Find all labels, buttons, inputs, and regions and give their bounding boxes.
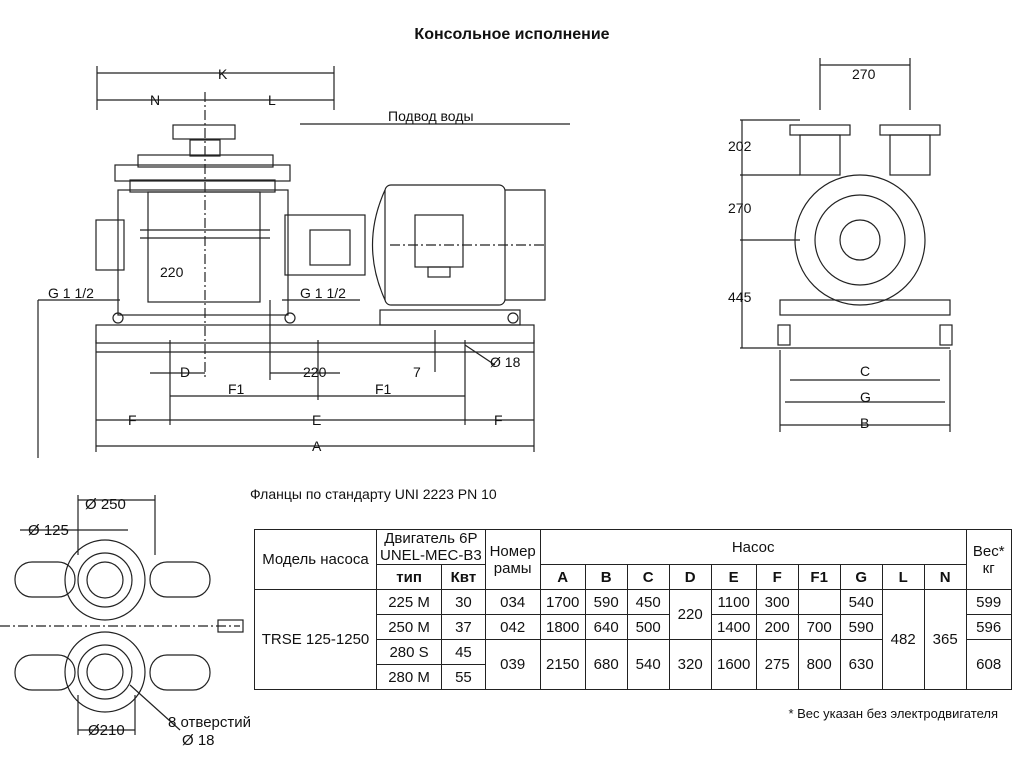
- dim-c: C: [860, 363, 870, 379]
- cell-weight: 596: [965, 614, 1012, 640]
- col-header: B: [584, 564, 628, 590]
- header-weight-line1: Вес*: [972, 542, 1005, 560]
- header-motor-line2: UNEL-MEC-B3: [380, 547, 482, 564]
- header-pump: Насос: [539, 529, 967, 565]
- cell-frame: 034: [484, 589, 541, 615]
- cell-weight: 608: [965, 639, 1012, 690]
- col-header: G: [839, 564, 883, 590]
- dim-b: B: [860, 415, 869, 431]
- dim-a: A: [312, 438, 322, 454]
- dim-270-top: 270: [852, 66, 876, 82]
- header-motor: Двигатель 6P UNEL-MEC-B3: [376, 529, 486, 565]
- dim-d250: Ø 250: [85, 496, 126, 513]
- header-model: Модель насоса: [254, 529, 377, 590]
- header-frame-line1: Номер: [489, 542, 536, 560]
- col-header: F: [755, 564, 799, 590]
- cell-a: 1800: [539, 614, 586, 640]
- header-weight-line2: кг: [982, 559, 995, 577]
- cell-b: 590: [584, 589, 628, 615]
- cell-a: 1700: [539, 589, 586, 615]
- cell-a: 2150: [539, 639, 586, 690]
- cell-g: 590: [839, 614, 883, 640]
- cell-type: 250 M: [375, 614, 443, 640]
- dim-f1-left: F1: [228, 381, 245, 397]
- header-type: тип: [375, 564, 443, 590]
- cell-b: 640: [584, 614, 628, 640]
- dim-d125: Ø 125: [28, 522, 69, 539]
- dim-n: N: [150, 92, 160, 108]
- cell-model: TRSE 125-1250: [254, 589, 377, 690]
- cell-c: 500: [626, 614, 670, 640]
- cell-e: 1100: [710, 589, 757, 615]
- dim-l: L: [268, 92, 276, 108]
- cell-g: 630: [839, 639, 883, 690]
- dim-holes: 8 отверстий: [168, 714, 251, 731]
- dim-7: 7: [413, 364, 421, 380]
- cell-n: 365: [923, 589, 967, 690]
- dim-d: D: [180, 364, 190, 380]
- spec-table: Модель насоса Двигатель 6P UNEL-MEC-B3 Н…: [254, 529, 1012, 690]
- header-kw: Квт: [441, 564, 486, 590]
- cell-kw: 45: [441, 639, 486, 665]
- header-motor-line1: Двигатель 6P: [384, 530, 478, 547]
- dim-f-right: F: [494, 412, 503, 428]
- cell-f1: 700: [797, 614, 841, 640]
- flange-standard-note: Фланцы по стандарту UNI 2223 PN 10: [250, 486, 497, 502]
- cell-type: 280 S: [375, 639, 443, 665]
- cell-l: 482: [881, 589, 925, 690]
- cell-d: 320: [668, 639, 712, 690]
- cell-frame: 042: [484, 614, 541, 640]
- cell-d: 220: [668, 589, 712, 640]
- cell-c: 540: [626, 639, 670, 690]
- cell-f1: [797, 589, 841, 615]
- cell-kw: 37: [441, 614, 486, 640]
- cell-f1: 800: [797, 639, 841, 690]
- col-header: A: [539, 564, 586, 590]
- cell-frame: 039: [484, 639, 541, 690]
- cell-f: 200: [755, 614, 799, 640]
- dim-f-left: F: [128, 412, 137, 428]
- cell-type: 280 M: [375, 664, 443, 690]
- dim-g-left: G 1 1/2: [48, 285, 94, 301]
- dim-220: 220: [303, 364, 327, 380]
- front-view-drawing: K N L Подвод воды 220 G 1 1/2 G 1 1/2 D …: [37, 66, 570, 458]
- dim-k: K: [218, 66, 228, 82]
- dim-220-height: 220: [160, 264, 184, 280]
- cell-e: 1400: [710, 614, 757, 640]
- dim-d210: Ø210: [88, 722, 125, 739]
- col-header: L: [881, 564, 925, 590]
- footnote: * Вес указан без электродвигателя: [788, 706, 998, 721]
- dim-f1-right: F1: [375, 381, 392, 397]
- cell-kw: 55: [441, 664, 486, 690]
- cell-b: 680: [584, 639, 628, 690]
- water-inlet-label: Подвод воды: [388, 108, 474, 124]
- col-header: D: [668, 564, 712, 590]
- flange-view-drawing: Ø 250 Ø 125 Ø210 8 отверстий Ø 18: [0, 495, 251, 749]
- col-header: N: [923, 564, 967, 590]
- header-frame-line2: рамы: [493, 559, 532, 577]
- cell-f: 300: [755, 589, 799, 615]
- col-header: E: [710, 564, 757, 590]
- page-title: Консольное исполнение: [414, 26, 610, 43]
- dim-e: E: [312, 412, 321, 428]
- col-header: F1: [797, 564, 841, 590]
- dim-g-right: G 1 1/2: [300, 285, 346, 301]
- dim-202: 202: [728, 138, 752, 154]
- cell-type: 225 M: [375, 589, 443, 615]
- dim-d18: Ø 18: [182, 732, 215, 749]
- col-header: C: [626, 564, 670, 590]
- side-view-drawing: 270 202 270 445 C G B: [728, 58, 953, 432]
- cell-weight: 599: [965, 589, 1012, 615]
- cell-g: 540: [839, 589, 883, 615]
- header-frame: Номер рамы: [484, 529, 541, 590]
- dim-hole: Ø 18: [490, 354, 521, 370]
- cell-c: 450: [626, 589, 670, 615]
- dim-g: G: [860, 389, 871, 405]
- cell-kw: 30: [441, 589, 486, 615]
- dim-445: 445: [728, 289, 752, 305]
- cell-e: 1600: [710, 639, 757, 690]
- dim-270: 270: [728, 200, 752, 216]
- header-weight: Вес* кг: [965, 529, 1012, 590]
- cell-f: 275: [755, 639, 799, 690]
